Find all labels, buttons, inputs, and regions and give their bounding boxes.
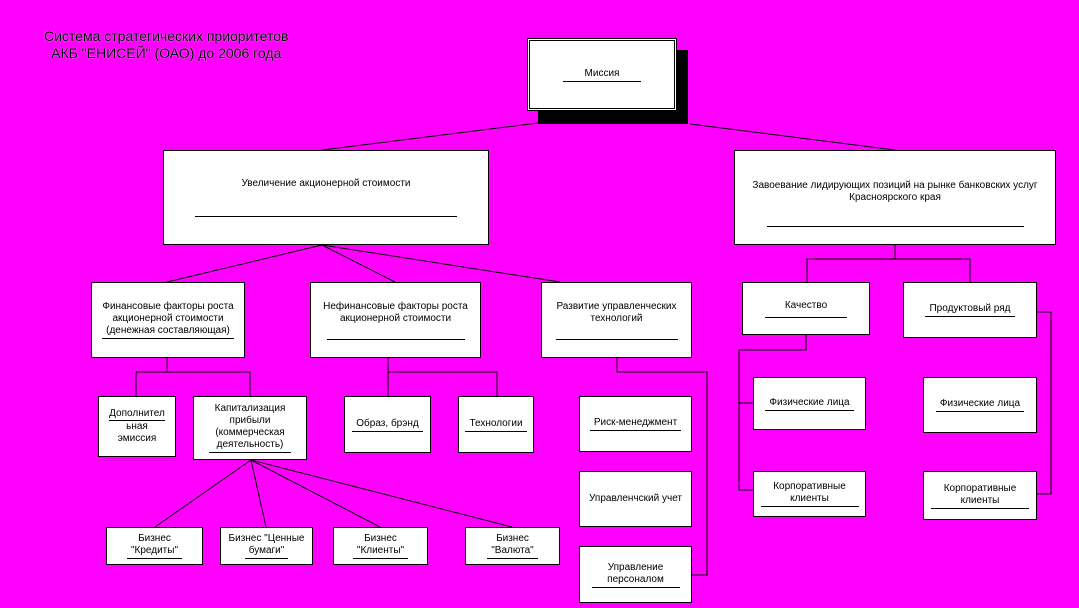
dop-l2: ьная — [126, 421, 148, 432]
credits-l1: Бизнес — [138, 533, 171, 544]
risk-label: Риск-менеджмент — [589, 417, 682, 431]
nonfinancial-factors-box: Нефинансовые факторы роста акционерной с… — [310, 282, 481, 358]
corporate-quality-box: Корпоративные клиенты — [753, 471, 866, 517]
goal2-label: Завоевание лидирующих позиций на рынке б… — [752, 180, 1038, 203]
goal-market-leadership: Завоевание лидирующих позиций на рынке б… — [734, 150, 1056, 245]
underline — [766, 226, 1024, 227]
underline — [326, 338, 465, 340]
product-line-box: Продуктовый ряд — [903, 282, 1037, 338]
razv-label: Развитие управленческих технологий — [556, 300, 677, 324]
management-accounting-box: Управленчский учет — [579, 471, 692, 527]
nonfin-label: Нефинансовые факторы роста акционерной с… — [323, 300, 468, 324]
fin-l1: Финансовые факторы роста — [102, 301, 234, 312]
individuals-quality-box: Физические лица — [753, 377, 866, 430]
currency-l1: Бизнес — [496, 533, 529, 544]
korp2-label: Корпоративные клиенты — [931, 483, 1029, 509]
business-credits-box: Бизнес"Кредиты" — [106, 527, 203, 565]
uchet-label: Управленчский учет — [589, 493, 682, 504]
product-label: Продуктовый ряд — [925, 303, 1015, 317]
currency-l2: "Валюта" — [487, 545, 538, 559]
underline — [195, 216, 457, 217]
dop-l3: эмиссия — [117, 433, 157, 444]
management-tech-box: Развитие управленческих технологий — [541, 282, 692, 358]
business-clients-box: Бизнес"Клиенты" — [333, 527, 428, 565]
brand-label: Образ, брэнд — [352, 418, 423, 432]
underline — [555, 338, 678, 340]
fin-l2: акционерной стоимости — [112, 313, 224, 324]
kap-l2: деятельность) — [208, 439, 292, 453]
fin-l3: (денежная составляющая) — [102, 325, 234, 339]
personal-label: Управление персоналом — [591, 562, 680, 588]
goal1-label: Увеличение акционерной стоимости — [241, 178, 411, 189]
individuals-product-box: Физические лица — [923, 377, 1037, 433]
technology-box: Технологии — [458, 396, 534, 453]
securities-l1: Бизнес "Ценные — [228, 533, 305, 544]
quality-label: Качество — [764, 300, 848, 318]
title-line1: Система стратегических приоритетов — [44, 28, 289, 44]
securities-l2: бумаги" — [244, 545, 289, 559]
korp1-label: Корпоративные клиенты — [760, 481, 859, 507]
dop-l1: Дополнител — [109, 408, 165, 421]
quality-box: Качество — [742, 282, 870, 335]
fiz2-label: Физические лица — [935, 398, 1025, 412]
fiz1-label: Физические лица — [765, 397, 854, 411]
mission-label: Миссия — [562, 68, 642, 82]
brand-box: Образ, брэнд — [344, 396, 431, 453]
credits-l2: "Кредиты" — [126, 545, 183, 559]
clients-l2: "Клиенты" — [352, 545, 409, 559]
kap-l1: Капитализация прибыли (коммерческая — [214, 403, 286, 438]
risk-management-box: Риск-менеджмент — [579, 396, 692, 452]
mission-box: Миссия — [527, 38, 677, 111]
personnel-management-box: Управление персоналом — [579, 546, 692, 603]
tech-label: Технологии — [465, 418, 527, 432]
corporate-product-box: Корпоративные клиенты — [923, 471, 1037, 520]
business-currency-box: Бизнес"Валюта" — [465, 527, 560, 565]
title-line2: АКБ "ЕНИСЕЙ" (ОАО) до 2006 года — [51, 45, 282, 61]
goal-shareholder-value: Увеличение акционерной стоимости — [163, 150, 489, 245]
clients-l1: Бизнес — [364, 533, 397, 544]
